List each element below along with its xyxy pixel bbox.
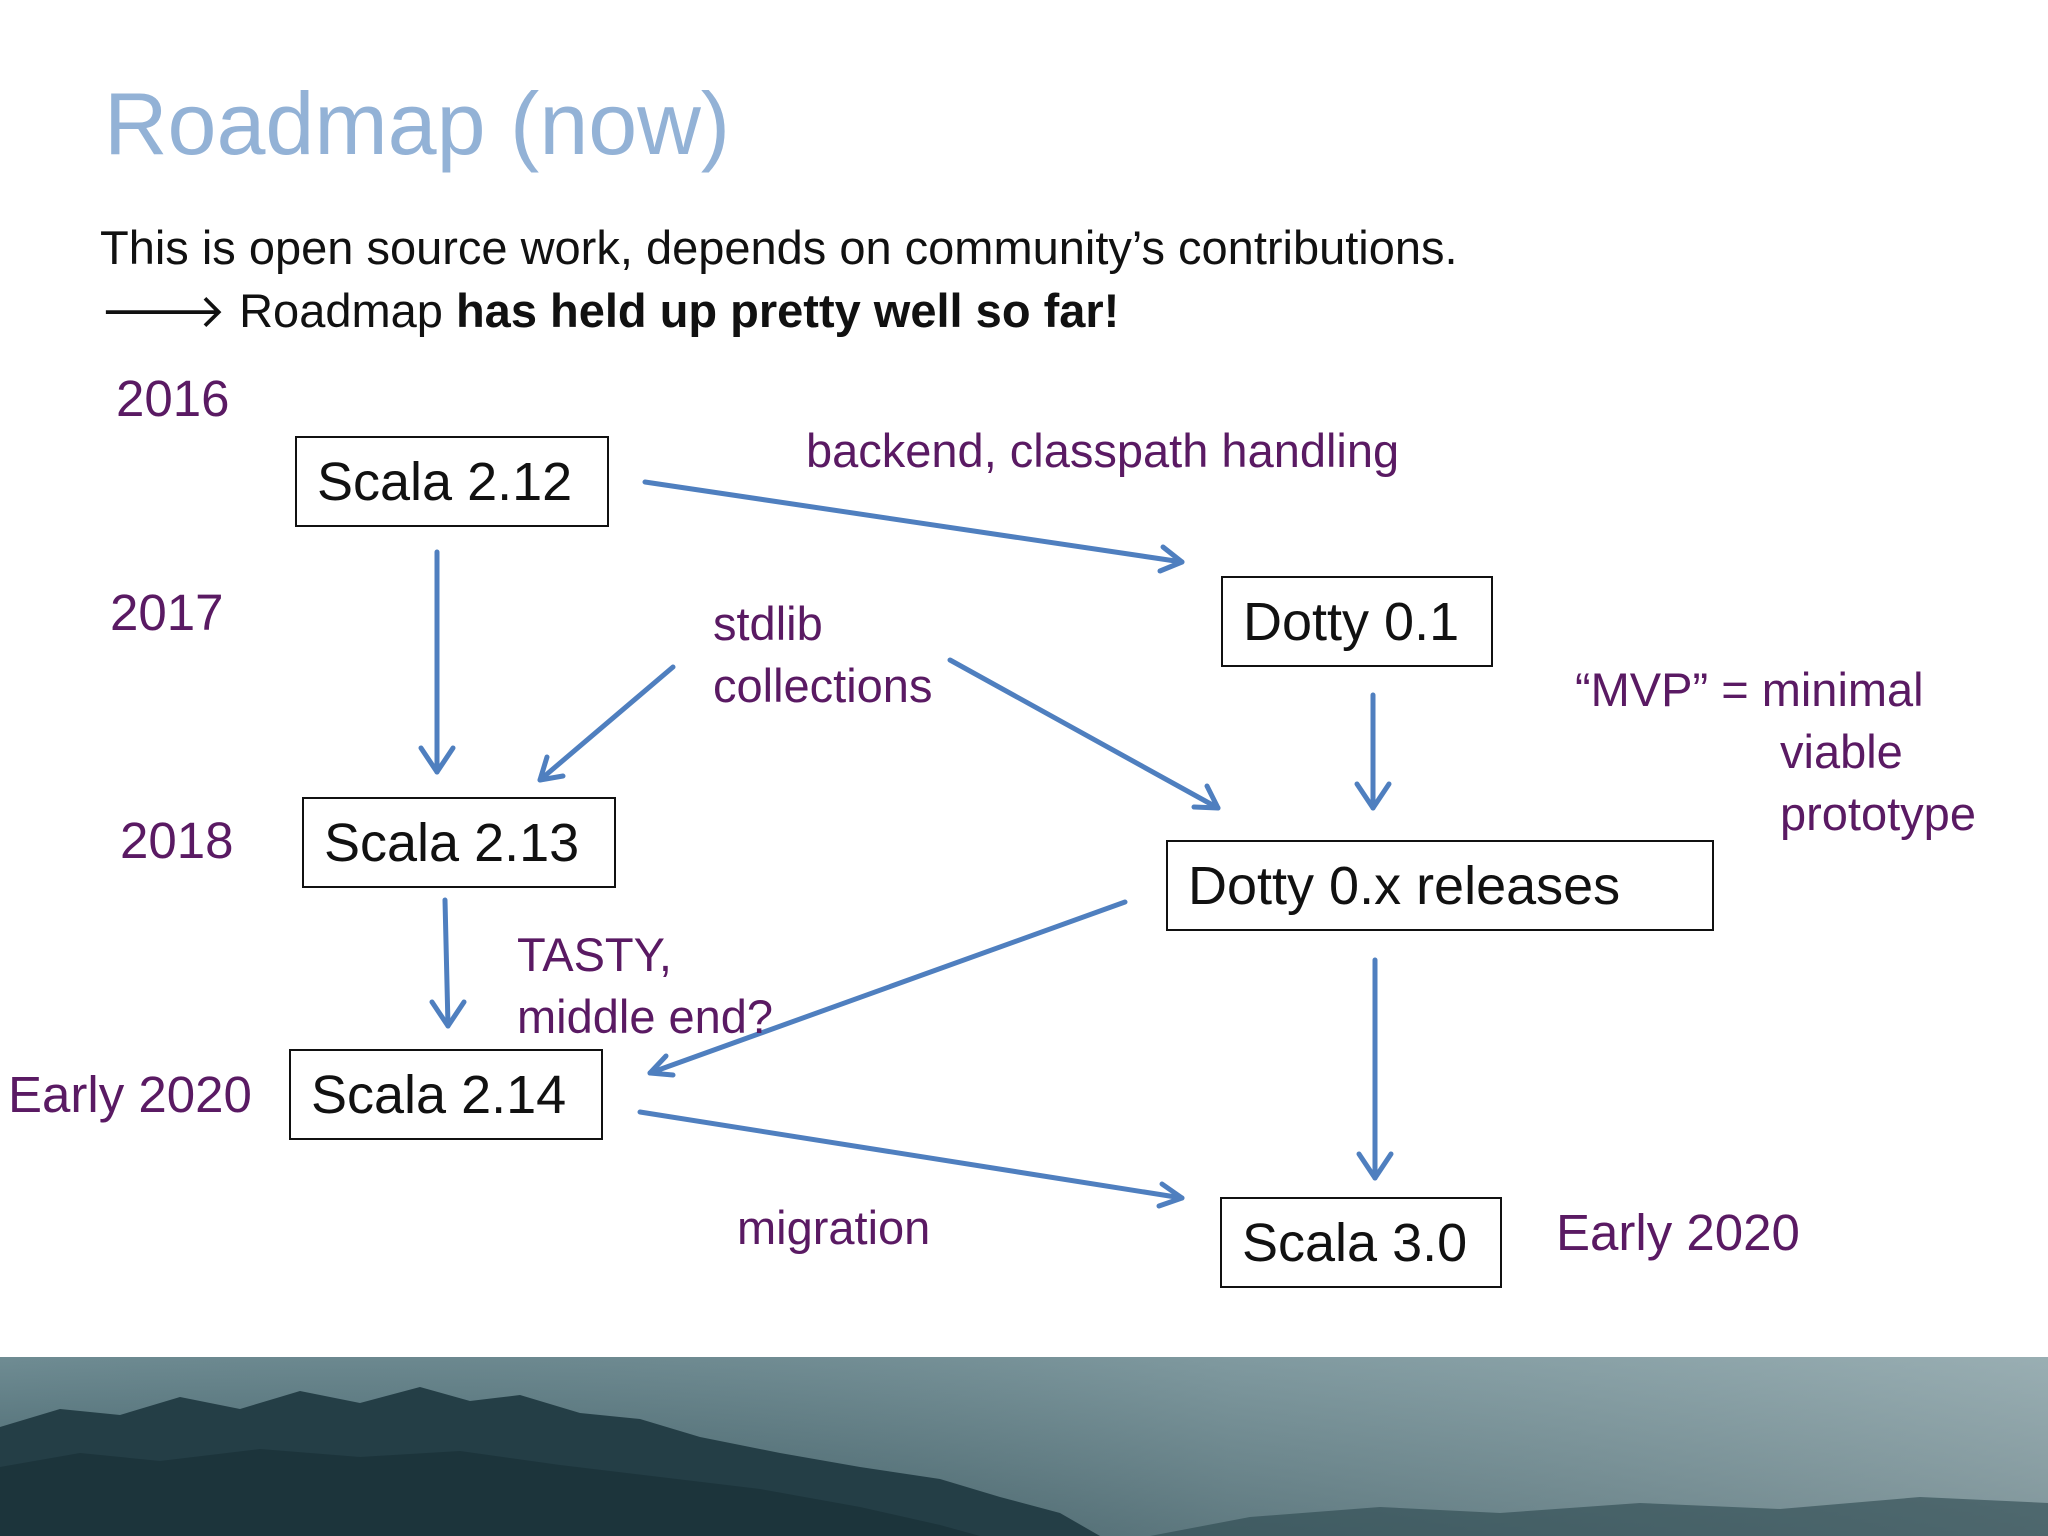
year-early-2020-right: Early 2020	[1556, 1204, 1800, 1261]
label-backend-classpath: backend, classpath handling	[806, 424, 1400, 477]
node-scala-3-0: Scala 3.0	[1220, 1197, 1502, 1288]
arrow-214-to-30	[637, 1109, 1185, 1209]
label-stdlib-collections: stdlib collections	[713, 593, 932, 717]
node-scala-2-12: Scala 2.12	[295, 436, 609, 527]
label-migration: migration	[737, 1201, 931, 1254]
mvp-note-line-1: “MVP” = minimal	[1575, 663, 1924, 716]
label-middle-end: middle end?	[517, 990, 774, 1043]
slide-title: Roadmap (now)	[104, 74, 731, 173]
arrow-right-icon: 🡒	[100, 284, 227, 337]
year-2016: 2016	[116, 370, 230, 427]
subtitle-line-2-bold: has held up pretty well so far!	[455, 284, 1120, 337]
year-2017: 2017	[110, 584, 224, 641]
node-scala-2-14: Scala 2.14	[289, 1049, 603, 1140]
subtitle-line-2-normal: Roadmap	[239, 284, 456, 337]
node-scala-2-13: Scala 2.13	[302, 797, 616, 888]
node-dotty-0-1: Dotty 0.1	[1221, 576, 1493, 667]
arrow-212-to-213	[418, 549, 456, 775]
slide-subtitle: This is open source work, depends on com…	[100, 216, 1458, 342]
mvp-note-line-3: prototype	[1780, 787, 1976, 840]
node-dotty-0-x-releases: Dotty 0.x releases	[1166, 840, 1714, 931]
label-stdlib: stdlib	[713, 597, 823, 650]
arrow-stdlib-to-213	[537, 664, 676, 783]
mvp-note-line-2: viable	[1780, 725, 1903, 778]
year-early-2020-left: Early 2020	[8, 1066, 252, 1123]
label-tasty-middle-end: TASTY, middle end?	[517, 924, 773, 1048]
subtitle-line-2: 🡒 Roadmap has held up pretty well so far…	[100, 279, 1458, 342]
mountain-landscape-footer	[0, 1357, 2048, 1536]
arrow-212-to-dotty-01	[642, 479, 1185, 574]
year-2018: 2018	[120, 812, 234, 869]
label-tasty: TASTY,	[517, 928, 672, 981]
label-collections: collections	[713, 659, 933, 712]
arrow-213-to-214	[429, 897, 467, 1029]
mvp-note: “MVP” = minimal viable prototype	[1575, 659, 1976, 845]
arrow-dotty-0x-to-214	[647, 899, 1128, 1078]
arrow-dotty-0x-to-30	[1356, 957, 1394, 1181]
arrow-dotty-01-to-0x	[1354, 692, 1392, 811]
arrow-collections-to-dotty-0x	[947, 657, 1221, 811]
subtitle-line-1: This is open source work, depends on com…	[100, 221, 1458, 274]
